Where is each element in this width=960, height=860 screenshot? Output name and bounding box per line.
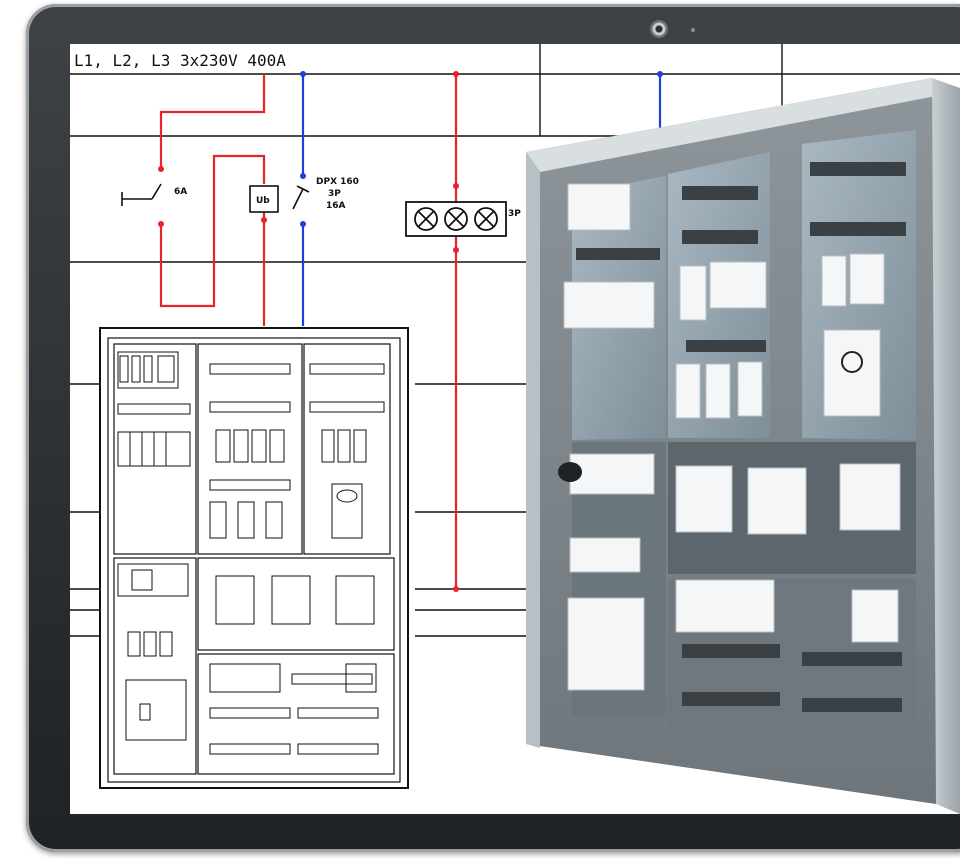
- switch-label-model: DPX 160: [316, 177, 359, 187]
- camera-icon: [650, 20, 668, 38]
- voltmeter-label: Ub: [256, 196, 270, 206]
- tablet-screen: L1, L2, L3 3x230V 400A: [70, 44, 960, 814]
- disconnect-switch-symbol: [292, 185, 310, 210]
- switch-label-current: 16A: [326, 201, 346, 211]
- voltmeter-box: [249, 185, 279, 213]
- neutral-wires: [301, 74, 662, 326]
- junction-dots: [158, 71, 663, 592]
- electrical-schematic: L1, L2, L3 3x230V 400A: [70, 44, 960, 814]
- breaker-symbol: [121, 183, 162, 206]
- schematic-grid: [70, 44, 960, 637]
- switch-label-poles: 3P: [328, 189, 341, 199]
- cabinet-3d-render: [526, 78, 960, 814]
- cabinet-drawing: [99, 327, 409, 789]
- phase-wires: [159, 74, 458, 589]
- breaker-label: 6A: [174, 187, 187, 197]
- lamp-label: 3P: [508, 209, 521, 219]
- supply-label: L1, L2, L3 3x230V 400A: [74, 51, 286, 70]
- indicator-lamps-symbol: [405, 201, 507, 237]
- sensor-dot: [691, 28, 695, 32]
